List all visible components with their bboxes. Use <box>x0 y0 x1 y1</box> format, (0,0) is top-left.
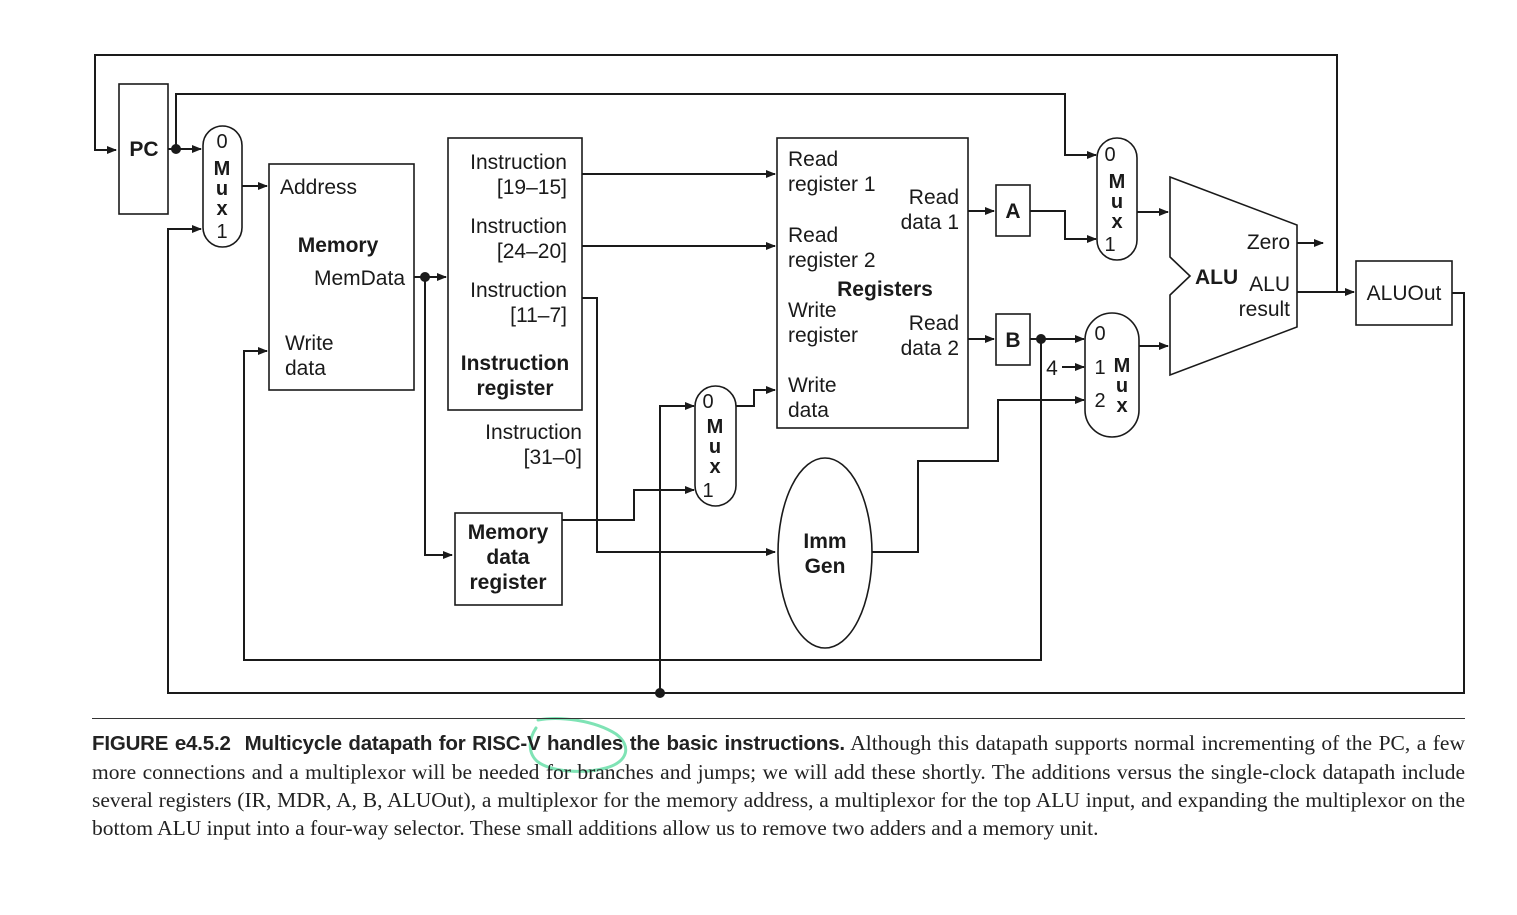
svg-text:u: u <box>709 436 721 458</box>
wire-aluout-to-wr-mux <box>659 402 695 693</box>
memory-unit: Address Memory MemData Write data <box>268 163 415 391</box>
pc-label: PC <box>129 138 158 161</box>
svg-text:register: register <box>476 377 553 400</box>
alu-title: ALU <box>1195 266 1238 289</box>
svg-text:register 2: register 2 <box>788 249 876 272</box>
ir-all-label-2: [31–0] <box>524 446 582 469</box>
svg-text:data: data <box>486 546 530 569</box>
svg-text:M: M <box>1114 355 1131 377</box>
figure-caption: FIGURE e4.5.2 Multicycle datapath for RIS… <box>92 718 1465 842</box>
svg-text:1: 1 <box>1094 357 1105 379</box>
svg-text:0: 0 <box>702 391 713 413</box>
svg-text:[19–15]: [19–15] <box>497 176 567 199</box>
svg-text:register: register <box>469 571 546 594</box>
svg-text:B: B <box>1005 329 1020 352</box>
svg-text:[11–7]: [11–7] <box>510 304 567 327</box>
svg-text:x: x <box>1111 211 1122 233</box>
wire-wr-mux-to-regs <box>736 386 776 407</box>
svg-text:Gen: Gen <box>805 555 846 578</box>
figure-body: Although this datapath supports normal i… <box>92 731 1465 840</box>
memory-title: Memory <box>298 234 379 257</box>
svg-text:result: result <box>1239 298 1291 321</box>
svg-text:register 1: register 1 <box>788 173 876 196</box>
svg-text:u: u <box>216 178 228 200</box>
wire-pc-to-alu-mux-a <box>175 93 1097 159</box>
svg-text:Instruction: Instruction <box>461 352 570 375</box>
svg-text:data 2: data 2 <box>901 337 959 360</box>
svg-text:M: M <box>707 416 724 438</box>
svg-text:Read: Read <box>909 186 959 209</box>
svg-text:Instruction: Instruction <box>470 215 567 238</box>
svg-text:register: register <box>788 324 858 347</box>
svg-text:Read: Read <box>909 312 959 335</box>
memory-address-label: Address <box>280 176 357 199</box>
b-register: B <box>995 313 1031 366</box>
wire-memdata-to-mdr <box>424 277 453 559</box>
wire-b-to-write-data <box>243 339 1042 661</box>
svg-text:0: 0 <box>1094 323 1105 345</box>
figure-number: FIGURE e4.5.2 <box>92 732 231 755</box>
a-register: A <box>995 184 1031 237</box>
write-data-mux: 0 M u x 1 <box>694 385 737 507</box>
svg-text:ALU: ALU <box>1249 273 1290 296</box>
svg-text:0: 0 <box>1104 144 1115 166</box>
alu-a-mux: 0 M u x 1 <box>1096 137 1138 261</box>
alu: ALU Zero ALU result <box>1169 175 1298 377</box>
imm-gen: Imm Gen <box>777 457 873 649</box>
ir-all-label-1: Instruction <box>485 421 582 444</box>
constant-four: 4 <box>1046 357 1058 380</box>
alu-zero-label: Zero <box>1247 231 1290 254</box>
svg-text:x: x <box>1116 395 1127 417</box>
memory-memdata-label: MemData <box>314 267 405 290</box>
wires <box>94 54 1465 694</box>
svg-text:Read: Read <box>788 148 838 171</box>
svg-text:0: 0 <box>216 131 227 153</box>
address-mux: 0 M u x 1 <box>202 125 243 248</box>
svg-text:Read: Read <box>788 224 838 247</box>
svg-text:u: u <box>1111 191 1123 213</box>
svg-text:ALUOut: ALUOut <box>1367 282 1442 305</box>
svg-text:data: data <box>285 357 326 380</box>
register-file: Read register 1 Read register 2 Register… <box>776 137 969 429</box>
multicycle-datapath-diagram: PC 0 M u x 1 Address Memory MemData Writ… <box>94 54 1465 698</box>
memory-data-register: Memory data register <box>454 512 563 606</box>
svg-text:A: A <box>1005 200 1020 223</box>
svg-text:Write: Write <box>788 299 837 322</box>
wire-a-to-mux-a <box>1030 210 1097 243</box>
wire-aluout-feedback <box>167 225 1465 694</box>
figure-title: Multicycle datapath for RISC-V handles t… <box>244 732 845 755</box>
svg-text:1: 1 <box>216 221 227 243</box>
svg-text:x: x <box>216 198 227 220</box>
svg-text:Instruction: Instruction <box>470 279 567 302</box>
junctions <box>171 144 1046 698</box>
alu-b-mux: 0 1 2 M u x <box>1084 312 1140 438</box>
svg-text:1: 1 <box>1104 234 1115 256</box>
svg-text:M: M <box>1109 171 1126 193</box>
svg-text:data 1: data 1 <box>901 211 959 234</box>
svg-text:Memory: Memory <box>468 521 549 544</box>
svg-text:u: u <box>1116 375 1128 397</box>
wire-imm-to-mux-b <box>872 396 1085 553</box>
svg-text:2: 2 <box>1094 390 1105 412</box>
svg-text:M: M <box>214 158 231 180</box>
aluout-register: ALUOut <box>1355 260 1453 326</box>
registers-title: Registers <box>837 278 933 301</box>
svg-text:data: data <box>788 399 829 422</box>
pc-register: PC <box>118 83 169 215</box>
instruction-register: Instruction [19–15] Instruction [24–20] … <box>447 137 583 411</box>
svg-text:Write: Write <box>788 374 837 397</box>
svg-text:x: x <box>709 456 720 478</box>
svg-text:Write: Write <box>285 332 334 355</box>
svg-text:[24–20]: [24–20] <box>497 240 567 263</box>
svg-text:Imm: Imm <box>803 530 846 553</box>
svg-text:1: 1 <box>702 480 713 502</box>
wire-mdr-to-wr-mux <box>562 486 695 521</box>
wire-ir-rd <box>582 297 776 556</box>
svg-text:Instruction: Instruction <box>470 151 567 174</box>
wire-alu-to-pc <box>94 54 1338 292</box>
